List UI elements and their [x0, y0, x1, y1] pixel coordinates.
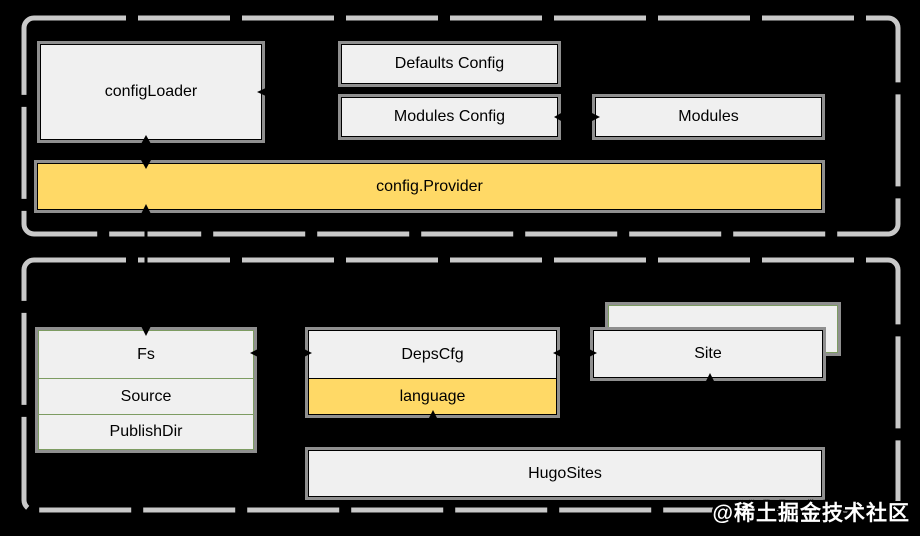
watermark: @稀土掘金技术社区	[712, 502, 910, 525]
node-language-label: language	[399, 387, 466, 405]
node-source-label: Source	[120, 387, 172, 405]
node-fs-stack: Fs Source PublishDir	[35, 327, 257, 453]
node-source: Source	[39, 378, 253, 414]
node-modules-config-label: Modules Config	[393, 108, 506, 125]
node-site: Site	[590, 327, 826, 381]
node-fs: Fs	[39, 331, 253, 378]
node-modules: Modules	[592, 94, 825, 140]
node-defaults-config-label: Defaults Config	[394, 55, 505, 72]
node-depscfg-stack: DepsCfg language	[305, 327, 560, 418]
node-fs-label: Fs	[137, 345, 155, 363]
node-publishdir-label: PublishDir	[109, 423, 183, 440]
node-language: language	[309, 378, 556, 414]
node-defaults-config: Defaults Config	[338, 41, 561, 87]
node-configloader-label: configLoader	[104, 83, 198, 100]
node-publishdir: PublishDir	[39, 414, 253, 449]
node-hugosites-label: HugoSites	[528, 464, 602, 482]
node-modules-label: Modules	[678, 108, 739, 125]
node-depscfg: DepsCfg	[309, 331, 556, 378]
node-modules-config: Modules Config	[338, 94, 561, 140]
node-config-provider: config.Provider	[34, 160, 825, 213]
node-depscfg-label: DepsCfg	[401, 345, 464, 363]
node-hugosites: HugoSites	[305, 447, 825, 500]
node-configloader: configLoader	[37, 41, 265, 143]
node-site-label: Site	[694, 345, 722, 362]
node-config-provider-label: config.Provider	[376, 177, 483, 195]
edge-defaults-to-configloader	[264, 61, 341, 94]
